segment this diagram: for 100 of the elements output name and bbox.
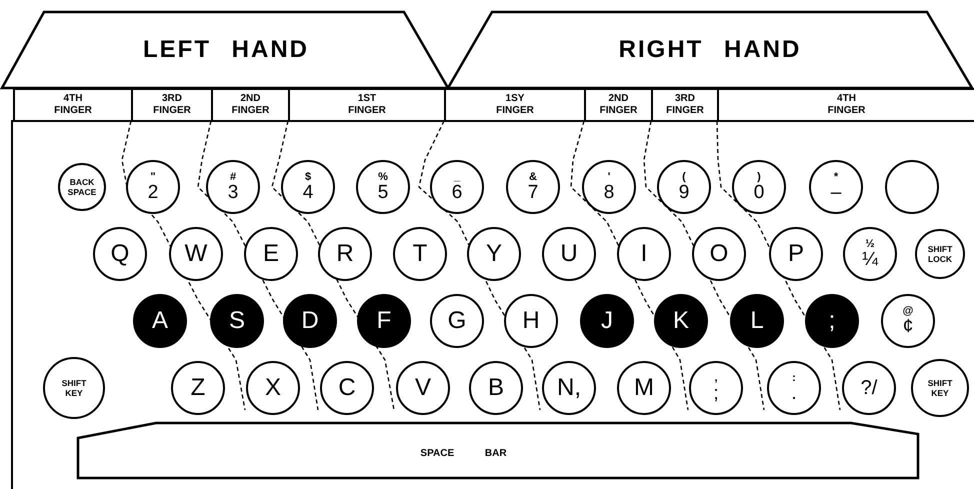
- key-character: ¼: [862, 250, 878, 269]
- finger-label-box: [211, 88, 290, 122]
- key-label: T: [412, 242, 428, 266]
- home-row-key: [805, 294, 859, 348]
- hand-label: RIGHT HAND: [618, 36, 802, 64]
- key-character: /: [872, 378, 878, 398]
- key-label: E: [262, 242, 279, 266]
- key-label: O: [710, 242, 728, 266]
- shift-character: ?: [860, 378, 872, 398]
- key-label: SHIFT KEY: [60, 378, 88, 398]
- home-row-key: [580, 294, 634, 348]
- home-row-key: [730, 294, 784, 348]
- finger-label: 1ST FINGER: [347, 93, 387, 117]
- finger-label-box: [651, 88, 719, 122]
- key-label: P: [788, 242, 804, 266]
- shift-character: ': [608, 172, 610, 183]
- key-label: Z: [190, 376, 206, 400]
- key-label: SHIFT LOCK: [926, 244, 954, 264]
- key-character: 4: [302, 183, 314, 202]
- typewriter-key: [542, 227, 596, 281]
- home-row-key: [357, 294, 411, 348]
- key-label: A: [152, 309, 168, 333]
- key-label: C: [338, 376, 356, 400]
- shift-character: :: [792, 373, 796, 384]
- finger-label-box: [288, 88, 446, 122]
- shift-character: #: [230, 172, 236, 183]
- typewriter-key: [126, 160, 180, 214]
- key-label: I: [640, 242, 648, 266]
- key-label: D: [301, 309, 319, 333]
- typewriter-key: [843, 227, 897, 281]
- typewriter-key: [356, 160, 410, 214]
- finger-label: 2ND FINGER: [230, 93, 270, 117]
- key-character: –: [830, 183, 842, 202]
- typewriter-key: [246, 361, 300, 415]
- shift-character: @: [902, 306, 914, 317]
- typewriter-key: [809, 160, 863, 214]
- typewriter-key: [692, 227, 746, 281]
- typewriter-key: [915, 229, 965, 279]
- typewriter-key: [657, 160, 711, 214]
- key-label: X: [264, 376, 281, 400]
- finger-label: 4TH FINGER: [53, 93, 93, 117]
- typewriter-key: [881, 294, 935, 348]
- typewriter-key: [732, 160, 786, 214]
- key-label: H: [522, 309, 540, 333]
- key-label: W: [184, 242, 208, 266]
- finger-label: 3RD FINGER: [152, 93, 192, 117]
- key-label: R: [336, 242, 354, 266]
- space-bar-label: SPACE BAR: [420, 448, 507, 458]
- finger-label-box: [584, 88, 653, 122]
- key-character: 8: [604, 183, 614, 202]
- typewriter-key: [504, 294, 558, 348]
- typewriter-key: [318, 227, 372, 281]
- hand-label-tab: [446, 10, 974, 90]
- typewriter-key: [617, 227, 671, 281]
- typewriter-key: [396, 361, 450, 415]
- typewriter-key: [281, 160, 335, 214]
- typewriter-key: [320, 361, 374, 415]
- finger-label: 2ND FINGER: [598, 93, 638, 117]
- finger-label-box: [131, 88, 213, 122]
- key-character: .: [791, 384, 797, 403]
- key-character: 3: [228, 183, 238, 202]
- key-label: Q: [110, 242, 130, 266]
- typewriter-key: [542, 361, 596, 415]
- typewriter-key: [885, 160, 939, 214]
- typewriter-key: [58, 163, 106, 211]
- space-bar: [76, 420, 921, 480]
- key-label: SHIFT KEY: [926, 378, 954, 398]
- key-character: 9: [678, 183, 690, 202]
- key-character: 0: [754, 183, 764, 202]
- key-character: 7: [528, 183, 538, 202]
- key-label: L: [750, 309, 764, 333]
- typewriter-key: [769, 227, 823, 281]
- typewriter-key: [582, 160, 636, 214]
- typewriter-key: [244, 227, 298, 281]
- key-label: K: [672, 309, 689, 333]
- shift-character: ): [757, 172, 761, 183]
- key-character: 6: [452, 183, 462, 202]
- typewriter-key: [430, 160, 484, 214]
- key-label: V: [414, 376, 431, 400]
- shift-character: _: [454, 172, 460, 183]
- finger-label-box: [444, 88, 586, 122]
- typewriter-key: [393, 227, 447, 281]
- shift-character: %: [378, 172, 388, 183]
- typewriter-key: [430, 294, 484, 348]
- typewriter-key: [506, 160, 560, 214]
- key-label: M: [634, 376, 654, 400]
- typewriter-key: [689, 361, 743, 415]
- key-label: J: [601, 309, 613, 333]
- key-label: N,: [557, 376, 581, 400]
- key-character: ¢: [902, 317, 914, 336]
- home-row-key: [133, 294, 187, 348]
- key-label: BACK SPACE: [66, 177, 98, 197]
- typewriter-key: [842, 361, 896, 415]
- key-label: G: [448, 309, 466, 333]
- typewriter-key: [767, 361, 821, 415]
- key-label: S: [228, 309, 245, 333]
- typewriter-key: [467, 227, 521, 281]
- home-row-key: [210, 294, 264, 348]
- key-label: U: [560, 242, 578, 266]
- typewriter-key: [206, 160, 260, 214]
